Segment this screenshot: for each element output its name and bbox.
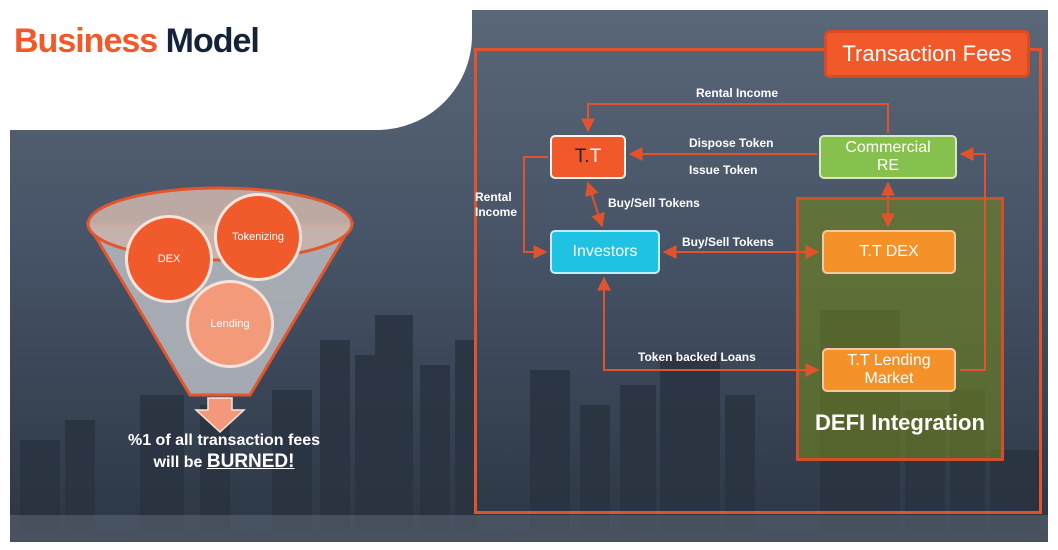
label-buy-sell-2: Buy/Sell Tokens [682,235,774,249]
node-cre-line-1: Commercial [845,139,931,156]
transaction-fees-title: Transaction Fees [824,30,1030,78]
funnel-circle-label: Lending [210,318,250,330]
defi-integration-label: DEFI Integration [815,410,985,435]
label-rental-income-top: Rental Income [696,86,779,100]
funnel-circle-label: DEX [157,253,181,265]
node-tt-prefix: T. [574,146,590,167]
funnel-circle-lending: Lending [186,280,274,368]
node-tt: T.T [550,135,626,179]
page-title: Business Model [14,22,260,61]
funnel-circle-dex: DEX [125,215,213,303]
node-dex-suffix: T DEX [871,243,919,260]
node-investors-label: Investors [572,243,638,260]
transaction-fees-frame [474,48,1042,514]
node-lend-prefix: T. [847,352,860,369]
funnel-circle-tokenizing: Tokenizing [214,193,302,281]
down-arrow-icon [194,397,246,434]
arrow-rental-income-top [581,103,889,133]
label-rental-left-1: Rental [475,190,512,204]
label-dispose-token: Dispose Token [689,136,774,150]
label-token-backed-loans: Token backed Loans [638,350,756,364]
arrow-lending-cre [959,147,986,371]
label-rental-left-2: Income [475,205,518,219]
node-tt-suffix: T [589,146,602,167]
node-investors: Investors [550,230,660,274]
funnel-circle-label: Tokenizing [232,231,284,243]
node-lend-suffix: T Lending [859,352,931,369]
arrow-token-loans [597,276,820,377]
title-part-2: Model [165,22,260,60]
node-tt-dex: T.T DEX [822,230,956,274]
burn-statement: %1 of all transaction fees will be BURNE… [110,430,338,473]
node-dex-prefix: T. [859,243,872,260]
burn-word: BURNED! [206,451,295,472]
arrow-tt-investors [585,181,605,228]
label-issue-token: Issue Token [689,163,758,177]
node-cre-line-2: RE [876,157,900,174]
title-panel [0,0,472,130]
burn-line-1: %1 of all transaction fees [127,432,321,449]
label-buy-sell-1: Buy/Sell Tokens [608,196,700,210]
arrow-rental-income-left [523,156,548,259]
title-part-1: Business [14,22,158,60]
burn-line-2: will be [153,454,203,471]
node-lend-line-2: Market [864,370,914,387]
